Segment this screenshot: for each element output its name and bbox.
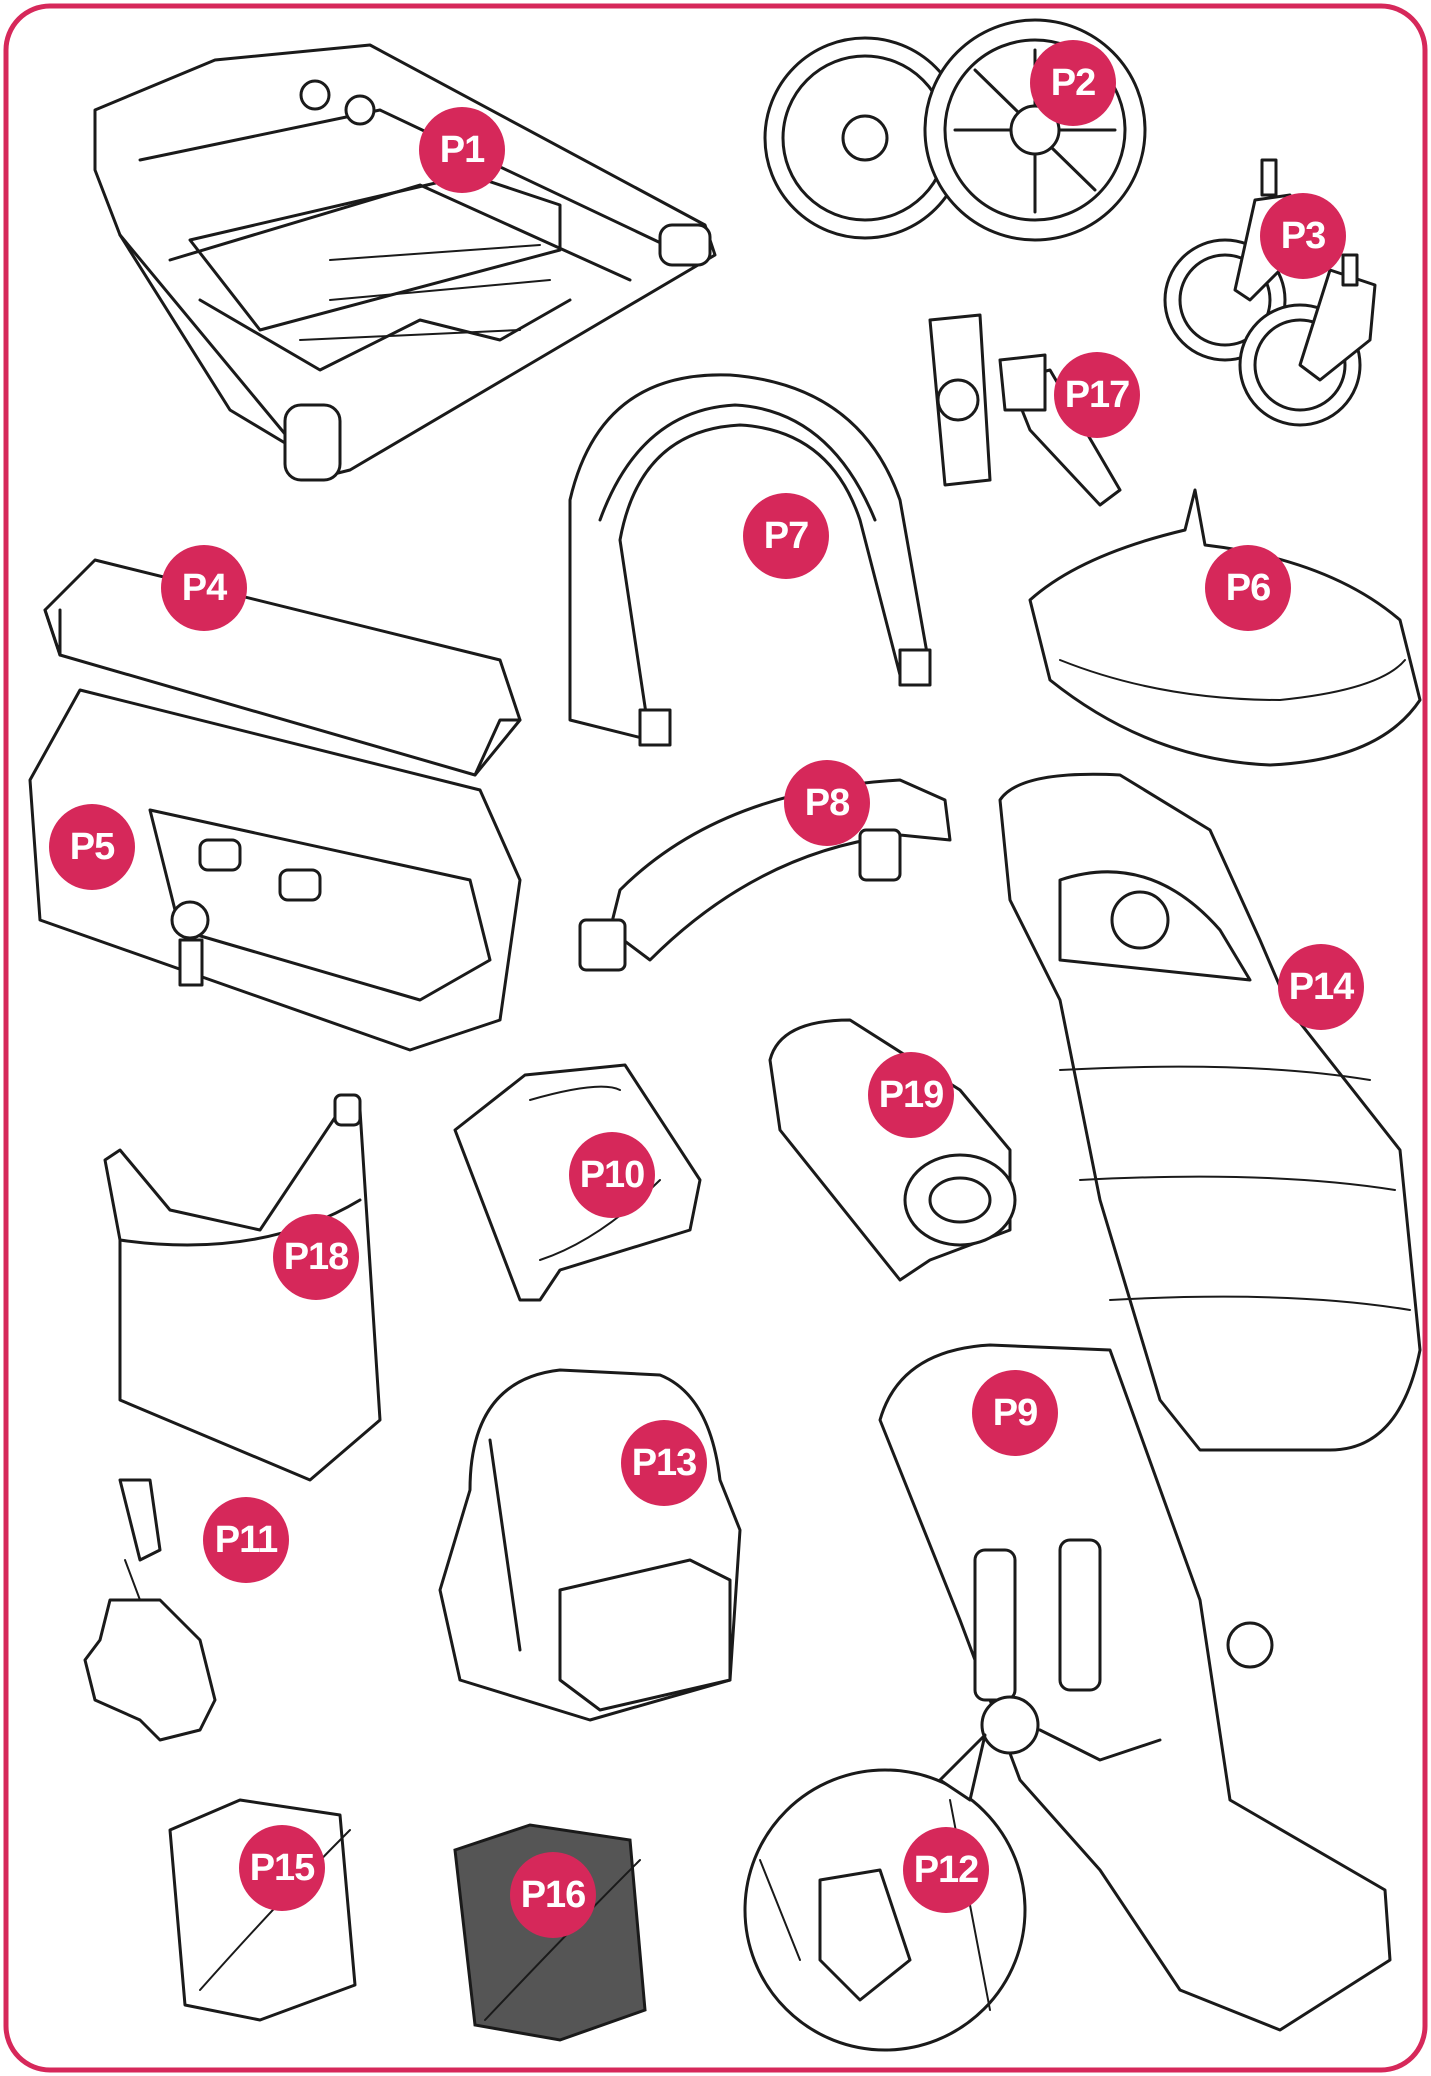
label-p9: P9: [993, 1392, 1037, 1434]
label-p5: P5: [70, 826, 115, 868]
badge-p1: P1: [419, 107, 505, 193]
label-p10: P10: [580, 1154, 645, 1196]
stroller-frame-icon: [93, 43, 717, 482]
badge-p7: P7: [743, 493, 829, 579]
badge-p15: P15: [239, 1825, 325, 1911]
badge-p17: P17: [1054, 352, 1140, 438]
label-p12: P12: [914, 1849, 979, 1891]
badge-p5: P5: [49, 804, 135, 890]
badge-p2: P2: [1030, 40, 1116, 126]
badge-p11: P11: [203, 1497, 289, 1583]
badge-p8: P8: [784, 760, 870, 846]
label-p18: P18: [284, 1236, 349, 1278]
carrycot-icon: [28, 688, 522, 1052]
seat-unit-icon: [878, 1343, 1392, 2032]
badge-p10: P10: [569, 1132, 655, 1218]
label-p4: P4: [182, 567, 227, 609]
label-p17: P17: [1065, 374, 1130, 416]
badge-p14: P14: [1278, 944, 1364, 1030]
label-p3: P3: [1281, 215, 1325, 257]
badge-p6: P6: [1205, 545, 1291, 631]
label-p11: P11: [215, 1519, 278, 1561]
label-p2: P2: [1051, 62, 1095, 104]
front-swivel-wheels-icon: [1163, 158, 1377, 427]
label-p6: P6: [1226, 567, 1270, 609]
label-p13: P13: [632, 1442, 697, 1484]
backpack-icon: [438, 1368, 742, 1722]
cup-holder-clip-icon: [928, 313, 1122, 507]
label-p8: P8: [805, 782, 849, 824]
footmuff-icon: [998, 772, 1422, 1452]
badge-p16: P16: [510, 1852, 596, 1938]
label-p15: P15: [250, 1847, 315, 1889]
badge-p18: P18: [273, 1214, 359, 1300]
label-p16: P16: [521, 1874, 586, 1916]
rear-wheels-icon: [763, 18, 1147, 242]
hand-muffs-icon: [83, 1478, 217, 1742]
label-p7: P7: [764, 515, 808, 557]
badge-p12: P12: [903, 1827, 989, 1913]
badge-p9: P9: [972, 1370, 1058, 1456]
label-p14: P14: [1289, 966, 1354, 1008]
badge-p3: P3: [1260, 193, 1346, 279]
badge-p13: P13: [621, 1420, 707, 1506]
bumper-bar-icon: [578, 778, 952, 972]
label-p19: P19: [879, 1074, 944, 1116]
mattress-pad-icon: [43, 558, 522, 777]
carrycot-apron-icon: [1028, 488, 1422, 767]
changing-bag-icon: [103, 1093, 382, 1482]
canopy-icon: [568, 373, 932, 747]
label-p1: P1: [440, 129, 485, 171]
badge-p4: P4: [161, 545, 247, 631]
badge-p19: P19: [868, 1052, 954, 1138]
